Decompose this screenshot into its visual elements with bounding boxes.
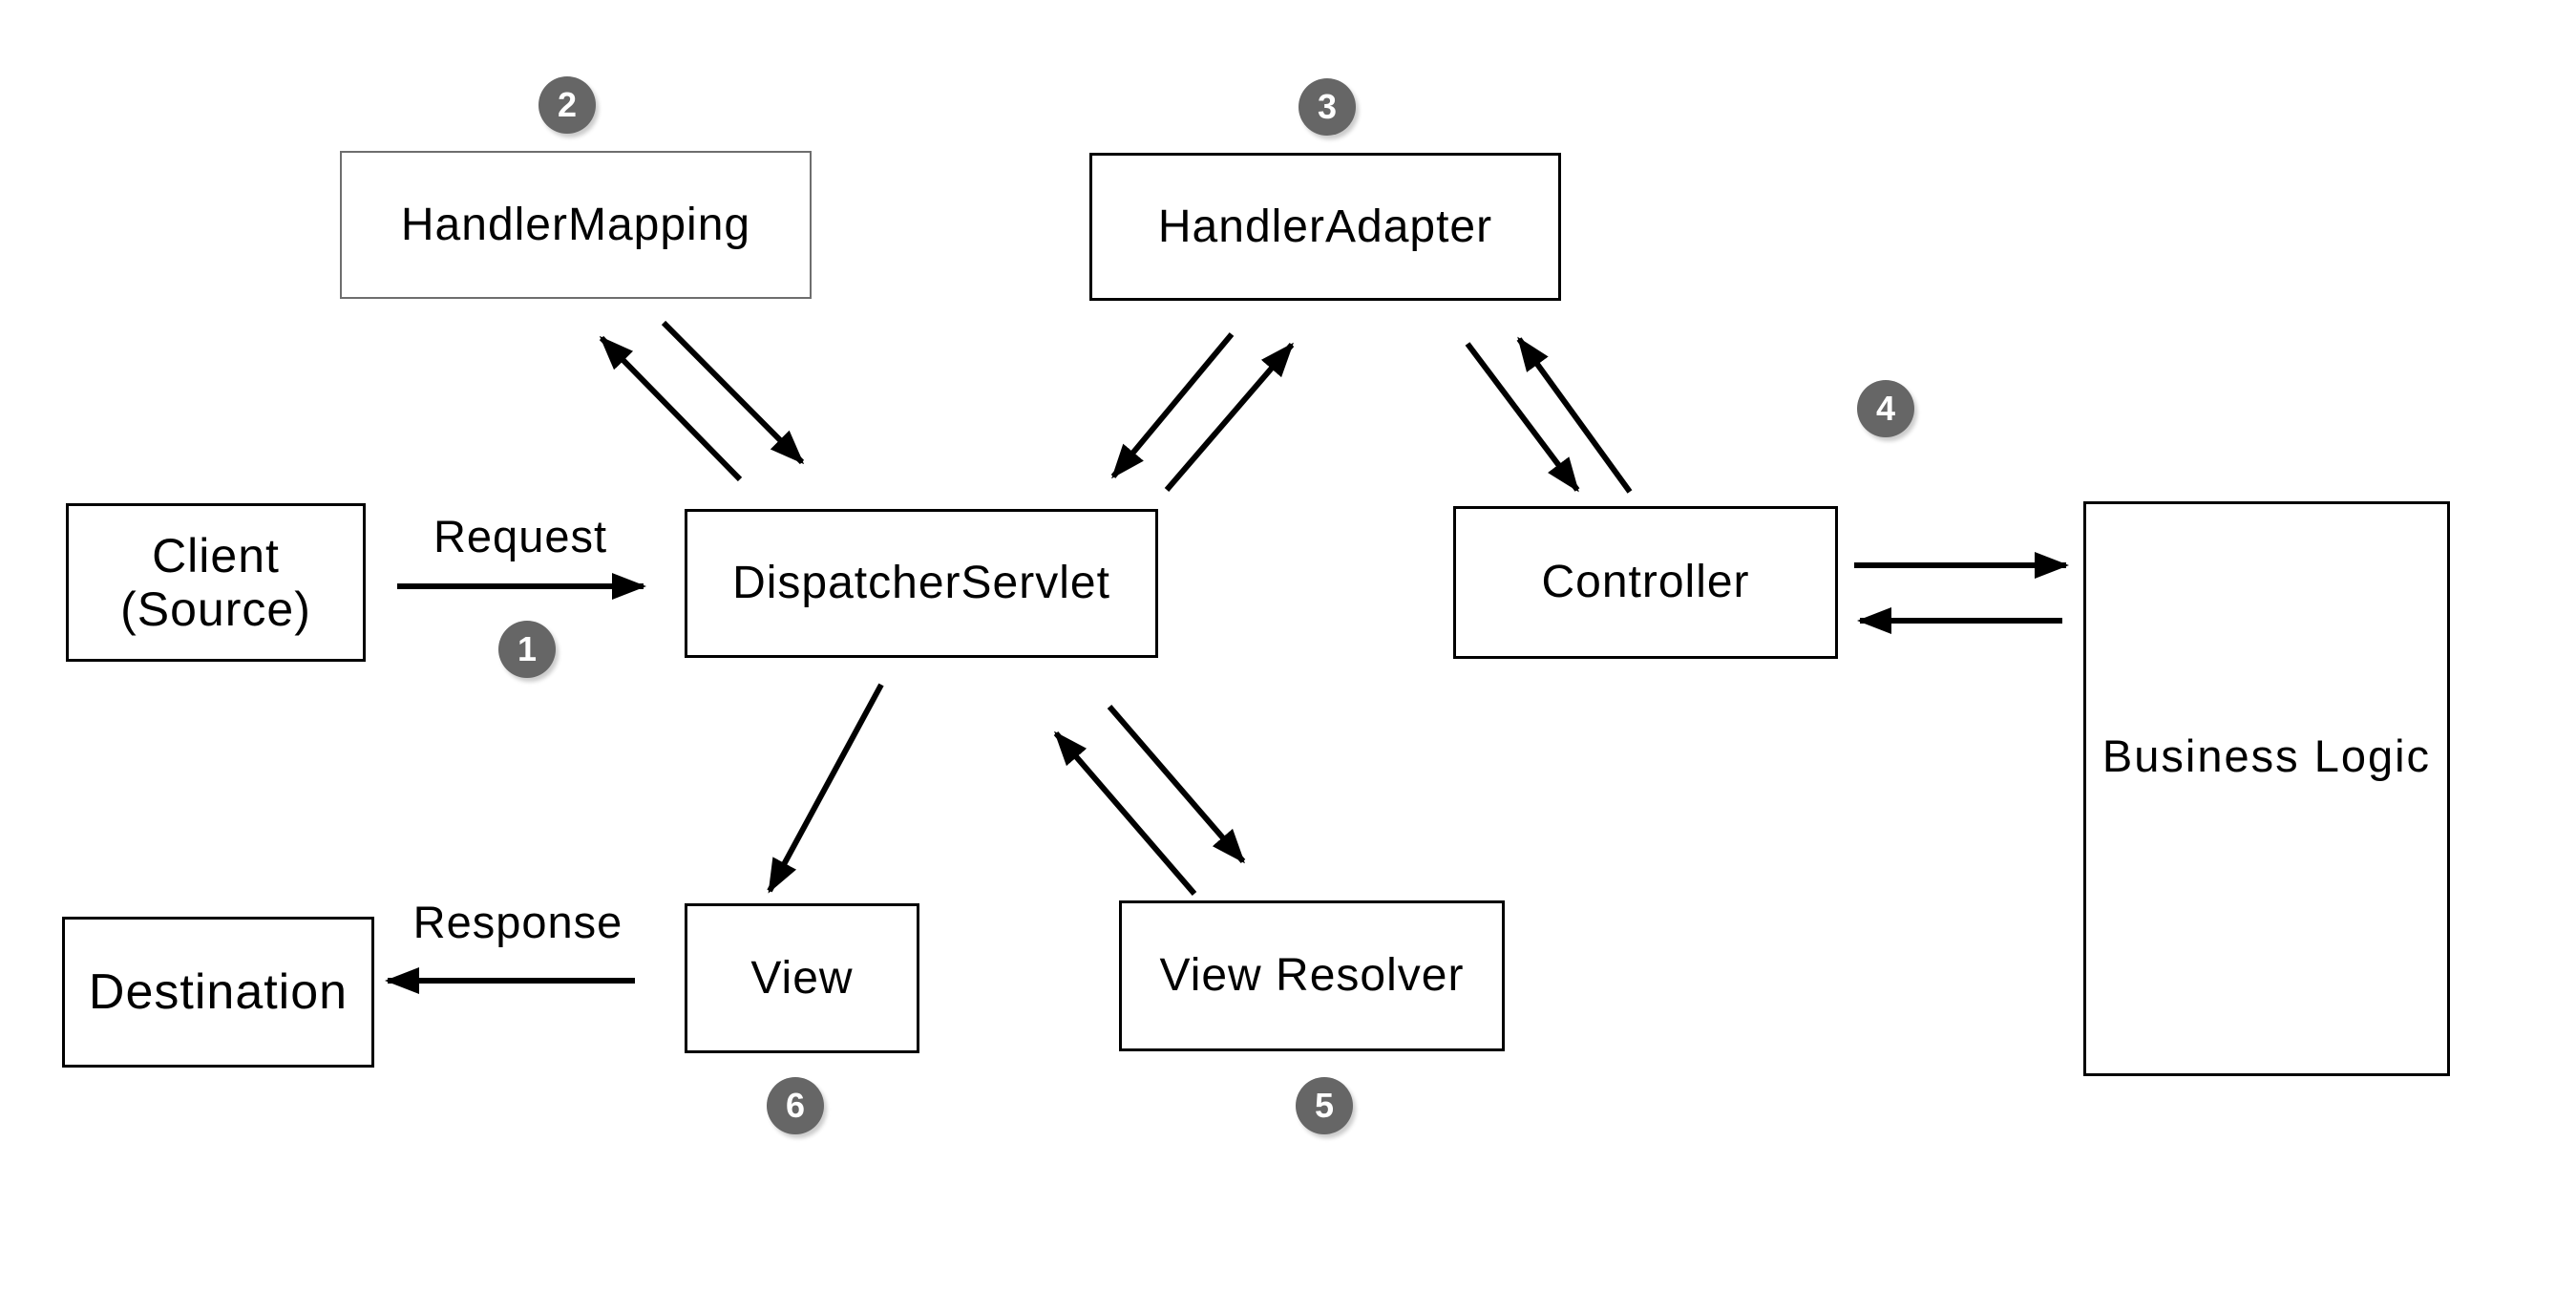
- arrow-from-view-resolver: [1053, 730, 1197, 896]
- node-handler-mapping: HandlerMapping: [340, 151, 812, 299]
- arrow-from-controller: [1516, 336, 1633, 494]
- step-badge-4: 4: [1857, 380, 1914, 437]
- arrow-to-controller: [1465, 342, 1580, 493]
- node-view: View: [685, 903, 919, 1053]
- node-view-label: View: [750, 952, 854, 1004]
- step-badge-3: 3: [1299, 78, 1356, 136]
- node-business-logic-label: Business Logic: [2101, 730, 2432, 781]
- node-business-logic: Business Logic: [2083, 501, 2450, 1076]
- node-dispatcher-servlet: DispatcherServlet: [685, 509, 1158, 658]
- response-label: Response: [412, 897, 623, 947]
- arrow-to-view-resolver: [1107, 705, 1246, 864]
- node-client-label-line2: (Source): [120, 582, 311, 636]
- arrow-to-view: [767, 683, 884, 894]
- node-destination: Destination: [62, 917, 374, 1068]
- arrow-from-handler-adapter: [1110, 332, 1235, 479]
- node-controller-label: Controller: [1541, 557, 1750, 608]
- step-badge-6: 6: [767, 1077, 824, 1134]
- node-client-label-line1: Client: [152, 529, 280, 582]
- node-dispatcher-servlet-label: DispatcherServlet: [732, 558, 1110, 609]
- node-handler-adapter: HandlerAdapter: [1089, 153, 1561, 301]
- arrow-from-handler-mapping: [661, 320, 805, 465]
- node-view-resolver-label: View Resolver: [1159, 950, 1465, 1002]
- request-label: Request: [433, 511, 608, 561]
- node-handler-mapping-label: HandlerMapping: [400, 199, 751, 250]
- arrow-to-handler-mapping: [599, 335, 743, 482]
- step-badge-1: 1: [498, 621, 556, 678]
- node-controller: Controller: [1453, 506, 1838, 659]
- node-client: Client (Source): [66, 503, 366, 662]
- node-destination-label: Destination: [88, 963, 348, 1020]
- step-badge-2: 2: [538, 76, 596, 134]
- node-view-resolver: View Resolver: [1119, 900, 1505, 1051]
- arrow-to-handler-adapter: [1164, 342, 1295, 492]
- step-badge-5: 5: [1296, 1077, 1353, 1134]
- node-handler-adapter-label: HandlerAdapter: [1157, 201, 1493, 252]
